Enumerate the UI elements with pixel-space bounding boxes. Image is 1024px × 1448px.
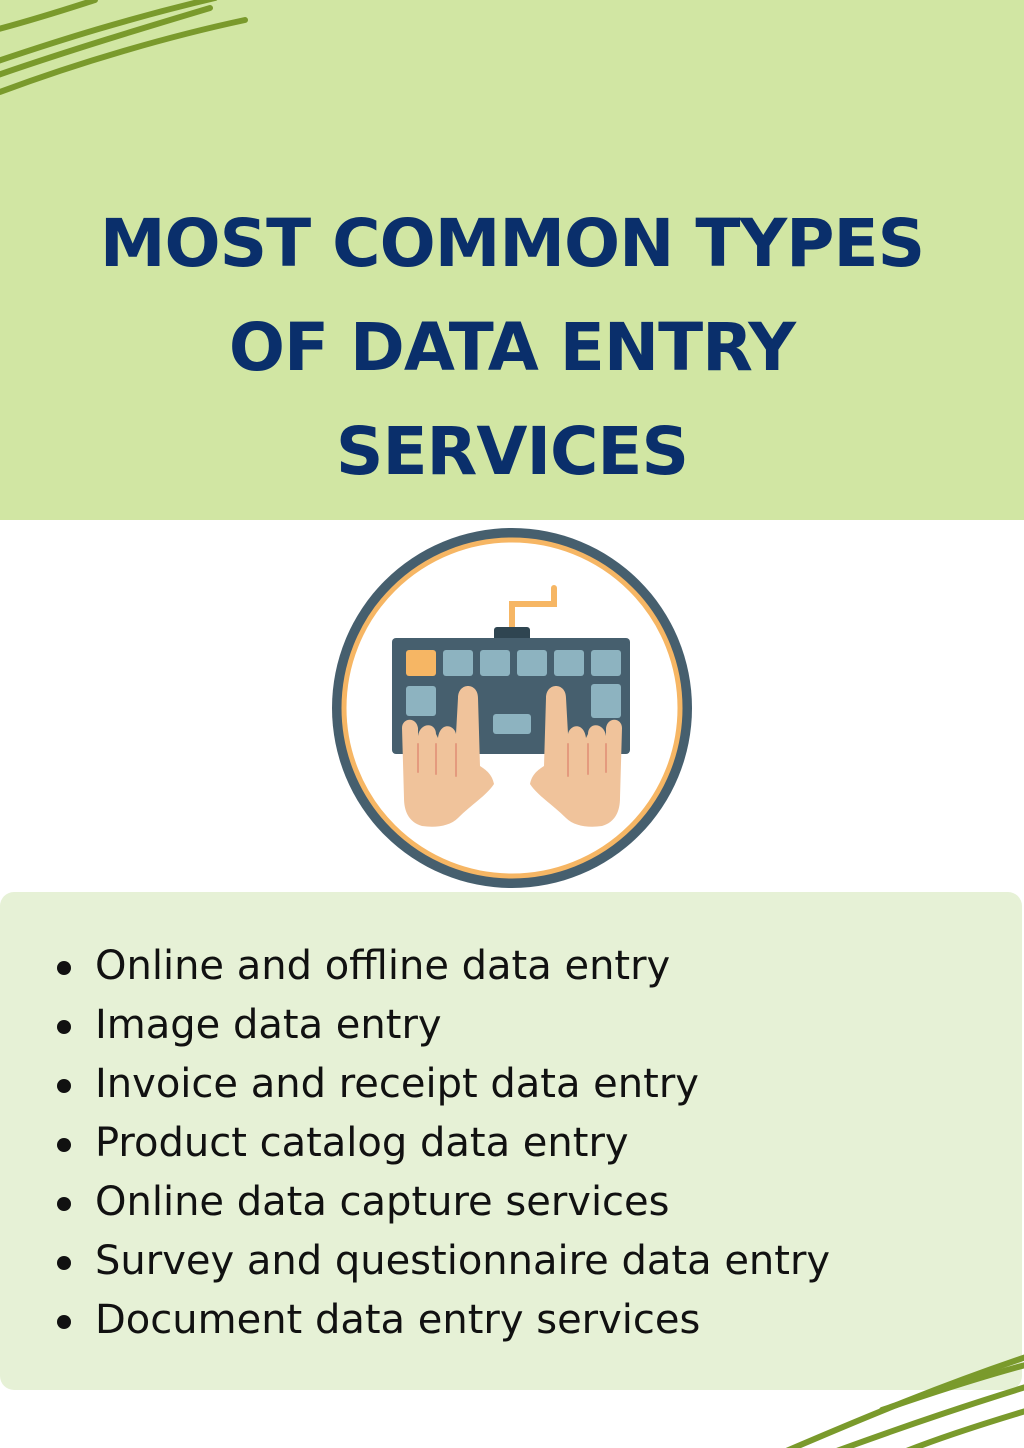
keyboard-typing-hands-icon	[326, 522, 698, 894]
title-line: OF DATA ENTRY	[228, 309, 796, 387]
title-line: MOST COMMON TYPES	[99, 205, 925, 283]
list-item: Online data capture services	[55, 1173, 830, 1232]
list-item: Product catalog data entry	[55, 1114, 830, 1173]
list-item: Survey and questionnaire data entry	[55, 1232, 830, 1291]
scribble-decoration	[785, 1354, 1024, 1448]
services-panel: Online and offline data entry Image data…	[0, 892, 1022, 1390]
list-item: Online and offline data entry	[55, 937, 830, 996]
services-list: Online and offline data entry Image data…	[55, 937, 830, 1350]
header-banner: MOST COMMON TYPES OF DATA ENTRY SERVICES	[0, 0, 1024, 520]
title-line: SERVICES	[335, 413, 689, 491]
page-title: MOST COMMON TYPES OF DATA ENTRY SERVICES	[0, 192, 1024, 504]
list-item: Invoice and receipt data entry	[55, 1055, 830, 1114]
list-item: Image data entry	[55, 996, 830, 1055]
list-item: Document data entry services	[55, 1291, 830, 1350]
scribble-decoration	[0, 0, 248, 95]
